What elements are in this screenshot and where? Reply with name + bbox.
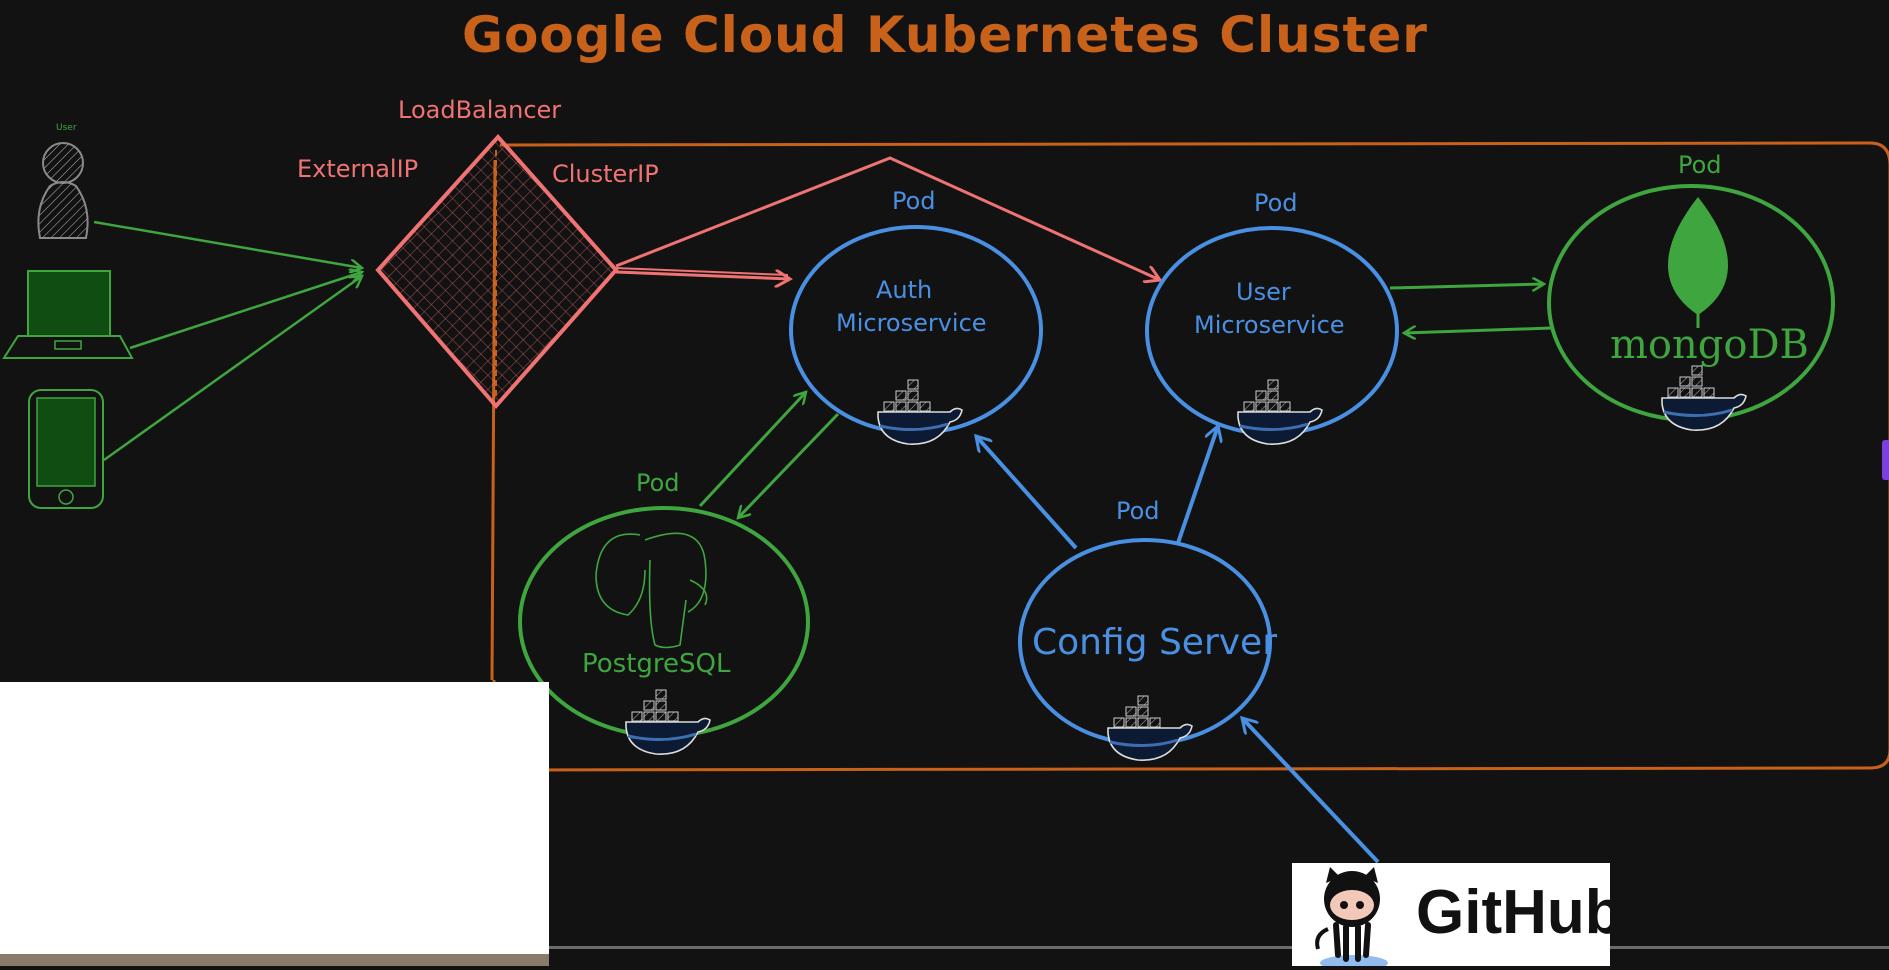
postgres-pod-label: Pod bbox=[636, 469, 680, 497]
external-ip-label: ExternalIP bbox=[297, 155, 418, 183]
arrow-github-to-config bbox=[1242, 718, 1380, 864]
user-service-name: User bbox=[1236, 278, 1291, 306]
config-pod-label: Pod bbox=[1116, 497, 1160, 525]
arrow-lb-to-user bbox=[615, 156, 1160, 280]
arrow-auth-to-postgres bbox=[738, 412, 840, 518]
github-octocat-icon: GitHub bbox=[1315, 867, 1623, 970]
docker-icon bbox=[876, 378, 964, 446]
user-icon-label: User bbox=[56, 123, 77, 133]
arrow-postgres-to-auth bbox=[698, 392, 806, 508]
cluster-boundary bbox=[492, 141, 1889, 772]
phone-icon bbox=[28, 389, 104, 509]
postgresql-elephant-icon bbox=[595, 532, 708, 649]
webcam-bottom-strip bbox=[0, 954, 549, 966]
cluster-ip-label: ClusterIP bbox=[552, 160, 659, 188]
user-pod-label: Pod bbox=[1254, 189, 1298, 217]
side-scroll-tab[interactable] bbox=[1882, 440, 1889, 480]
arrow-user-to-mongo bbox=[1389, 284, 1544, 288]
arrow-lb-to-auth-2 bbox=[615, 267, 789, 276]
auth-pod-label: Pod bbox=[892, 187, 936, 215]
github-logo-panel: GitHub bbox=[1292, 863, 1623, 970]
docker-icon bbox=[1660, 364, 1748, 432]
arrow-laptop-to-lb bbox=[129, 272, 362, 350]
arrow-config-to-auth bbox=[976, 436, 1078, 550]
docker-icon bbox=[1106, 694, 1194, 762]
mongo-pod-label: Pod bbox=[1678, 151, 1722, 179]
user-person-icon: User bbox=[37, 123, 89, 239]
config-server-name: Config Server bbox=[1032, 622, 1277, 663]
loadbalancer-label: LoadBalancer bbox=[398, 96, 561, 124]
auth-service-name: Auth bbox=[876, 276, 932, 304]
user-service-type: Microservice bbox=[1194, 311, 1345, 339]
auth-service-type: Microservice bbox=[836, 309, 987, 337]
arrow-mongo-to-user bbox=[1404, 328, 1553, 333]
github-label: GitHub bbox=[1416, 878, 1610, 947]
bottom-divider bbox=[549, 946, 1889, 949]
mongodb-name: mongoDB bbox=[1610, 322, 1809, 368]
docker-icon bbox=[1236, 378, 1324, 446]
postgresql-name: PostgreSQL bbox=[582, 649, 731, 679]
diagram-title: Google Cloud Kubernetes Cluster bbox=[462, 6, 1428, 64]
arrow-user-to-lb bbox=[93, 220, 362, 268]
arrow-phone-to-lb bbox=[103, 276, 362, 462]
arrow-config-to-user bbox=[1176, 426, 1218, 544]
webcam-overlay-panel bbox=[0, 682, 549, 966]
arrow-lb-to-auth bbox=[615, 272, 790, 279]
docker-icon bbox=[624, 688, 712, 756]
mongodb-leaf-icon bbox=[1668, 197, 1728, 315]
laptop-icon bbox=[2, 270, 134, 359]
